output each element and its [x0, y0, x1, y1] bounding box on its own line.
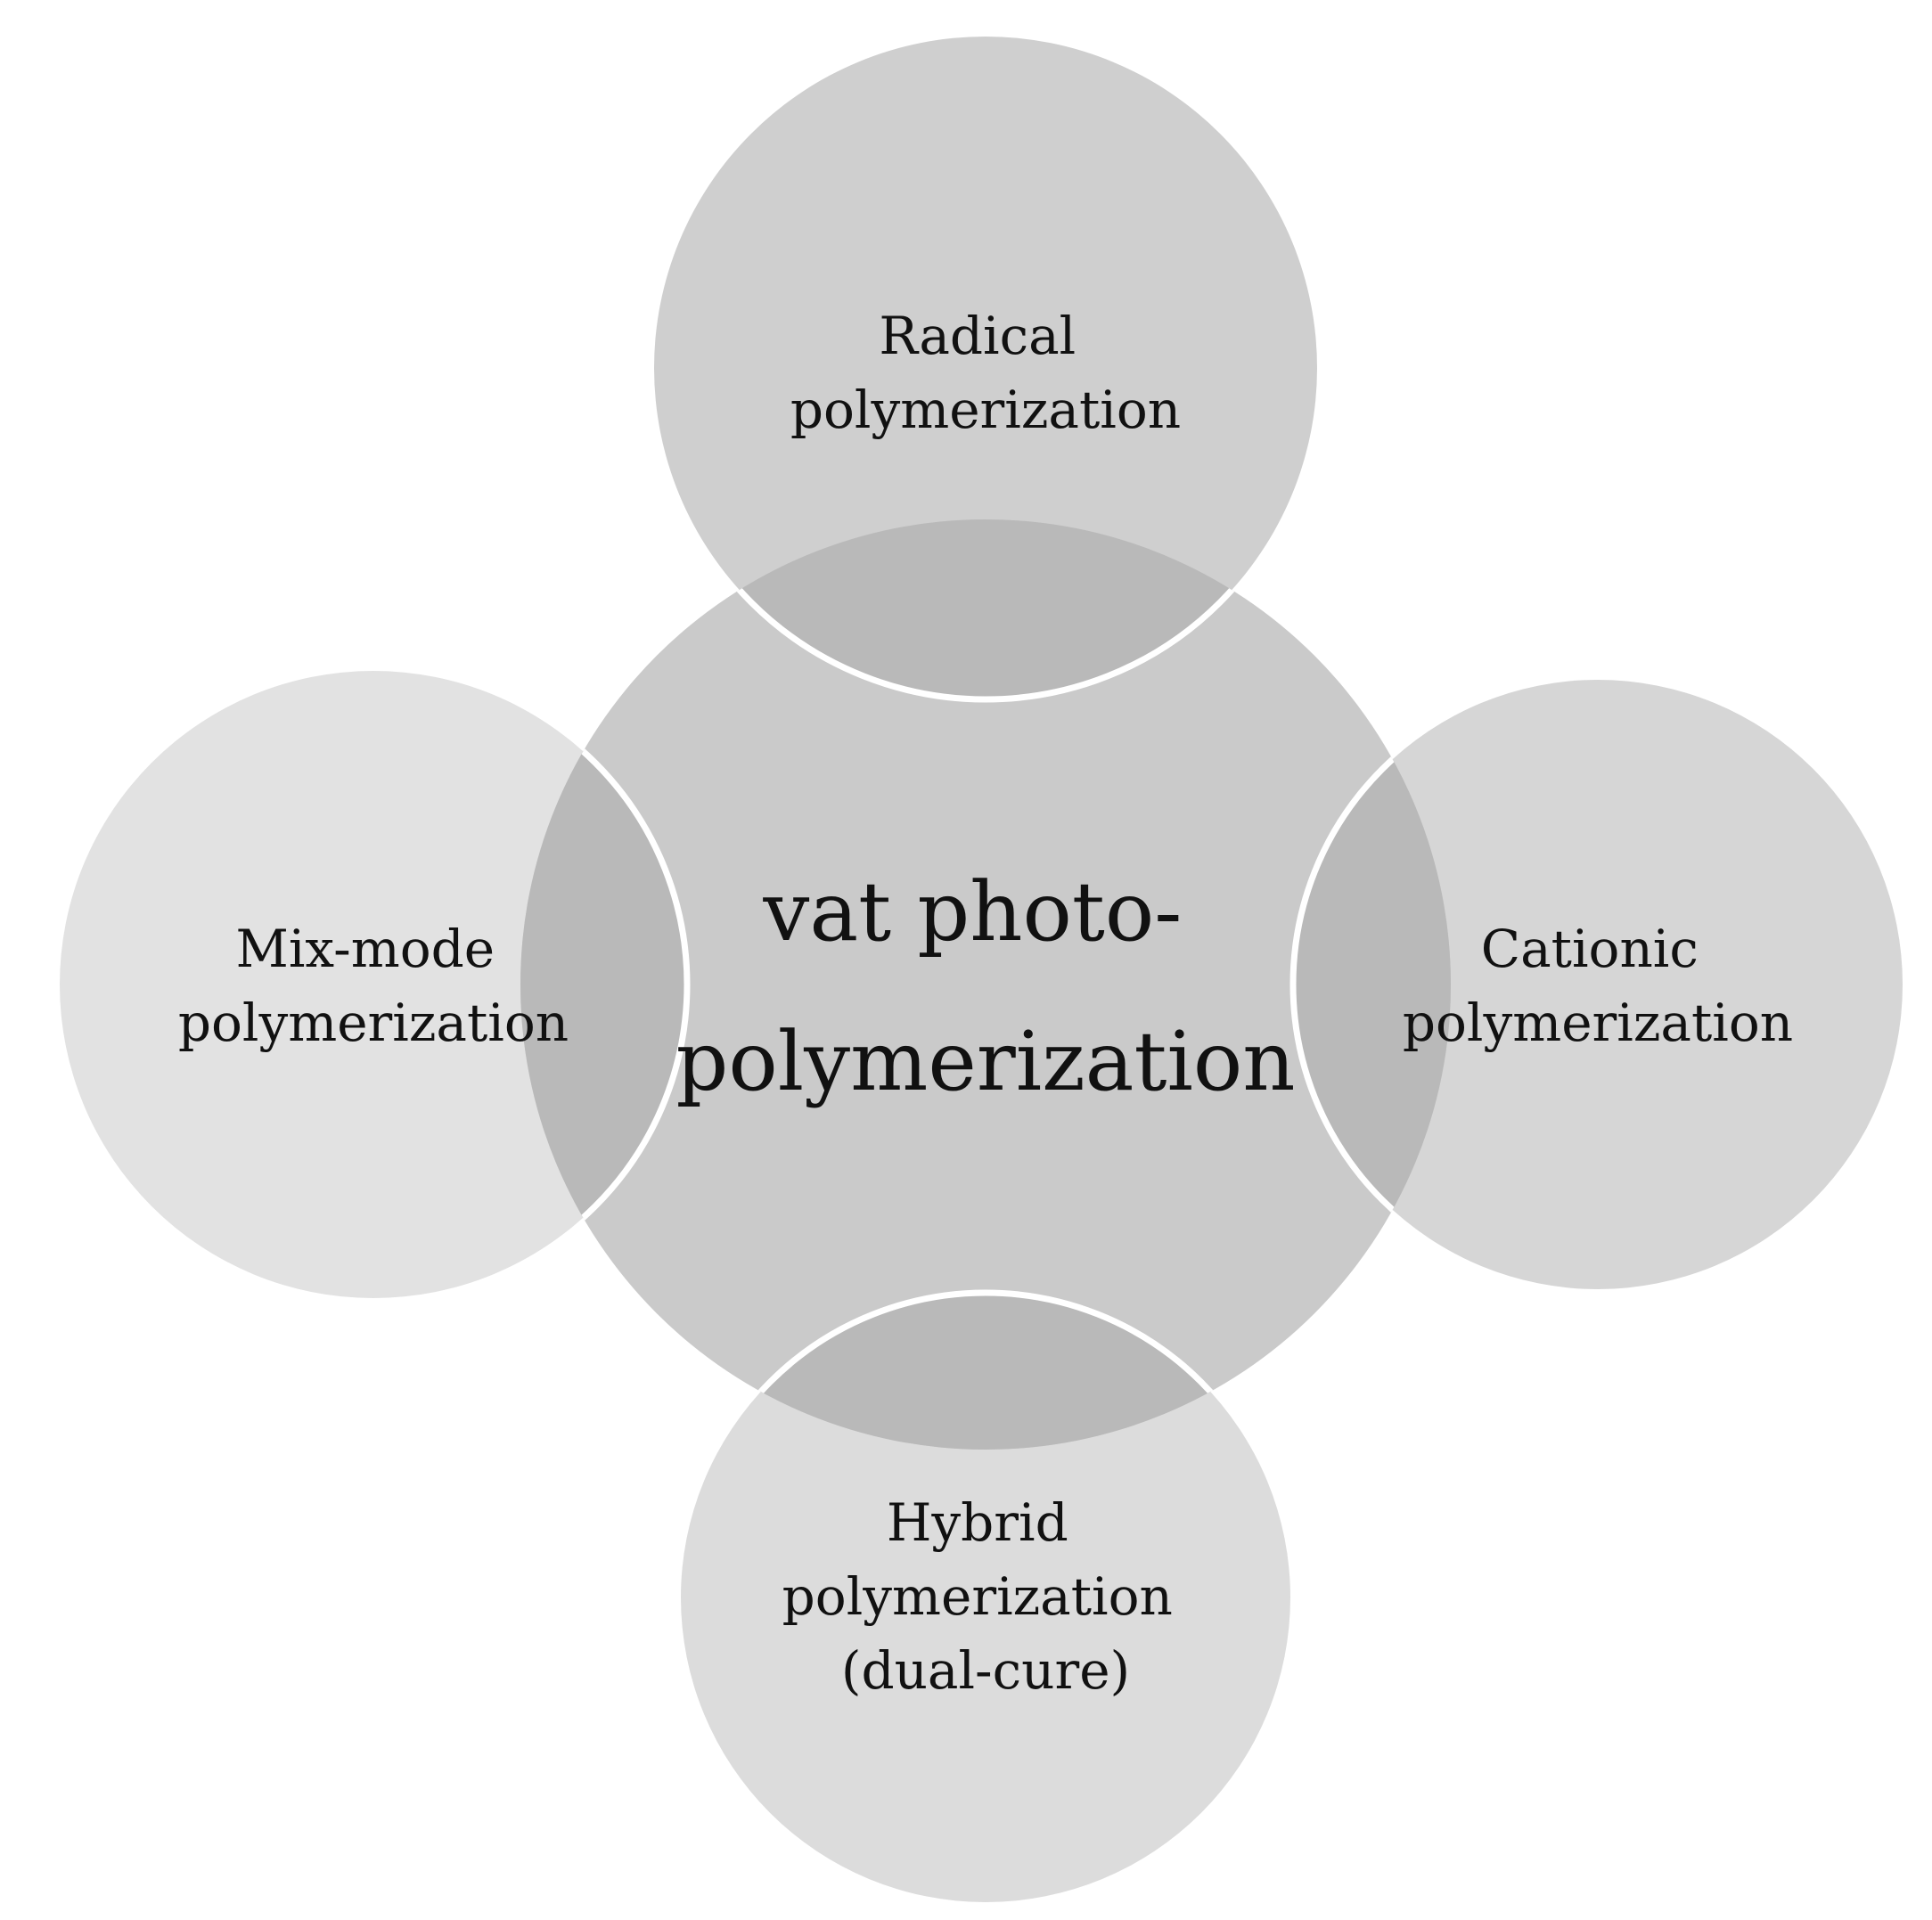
- bottom-label-line3: (dual-cure): [841, 1640, 1130, 1701]
- center-circle: [520, 519, 1451, 1450]
- center-label-line1: vat photo-: [762, 864, 1182, 960]
- left-label-line2: polymerization: [178, 993, 569, 1053]
- top-separator: [651, 519, 1321, 703]
- top-circle: [654, 37, 1317, 699]
- left-label: Mix-mode polymerization: [178, 919, 569, 1053]
- bottom-label-line1: Hybrid: [887, 1492, 1068, 1553]
- right-label-line2: polymerization: [1403, 993, 1793, 1053]
- right-separator: [1289, 676, 1451, 1293]
- right-circle: [1293, 680, 1903, 1289]
- top-label-line2: polymerization: [790, 380, 1181, 440]
- top-label: Radical polymerization: [790, 306, 1181, 440]
- bottom-circle: [681, 1293, 1290, 1902]
- left-label-line1: Mix-mode: [235, 919, 495, 979]
- center-label-line2: polymerization: [675, 1014, 1295, 1109]
- center-label: vat photo- polymerization: [675, 864, 1295, 1109]
- left-separator: [520, 667, 691, 1302]
- bottom-label-line2: polymerization: [782, 1566, 1173, 1627]
- left-circle: [60, 671, 687, 1298]
- right-label-line1: Cationic: [1481, 919, 1699, 979]
- bottom-separator: [677, 1289, 1294, 1450]
- bottom-label: Hybrid polymerization (dual-cure): [782, 1492, 1190, 1701]
- right-label: Cationic polymerization: [1403, 919, 1793, 1053]
- top-label-line1: Radical: [879, 306, 1076, 366]
